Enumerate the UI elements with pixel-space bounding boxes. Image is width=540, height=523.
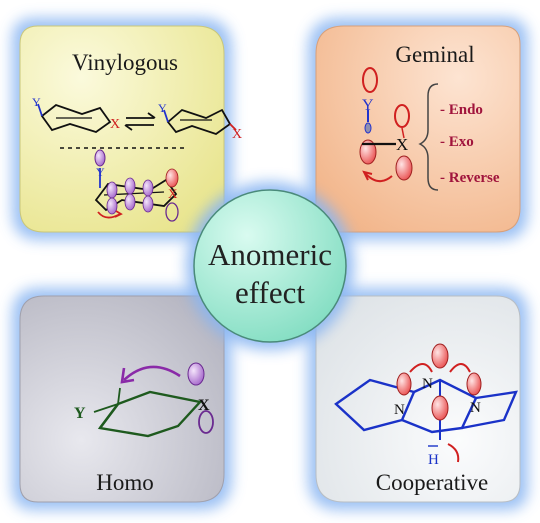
center-circle: [193, 189, 347, 343]
geminal-option-reverse: - Reverse: [440, 170, 500, 186]
vinylogous-x-top-left: X: [110, 117, 120, 132]
vinylogous-title: Vinylogous: [72, 50, 178, 75]
cooperative-n-left: N: [394, 402, 405, 418]
vinylogous-orbitals: [94, 149, 179, 222]
geminal-x: X: [396, 135, 408, 154]
cooperative-n-right: N: [470, 400, 481, 416]
cooperative-title: Cooperative: [375, 470, 489, 495]
cooperative-n-top: N: [422, 376, 433, 392]
vinylogous-y-bottom: Y: [96, 165, 105, 179]
vinylogous-x-top-right: X: [232, 127, 242, 142]
cooperative-orbitals: [396, 343, 482, 463]
homo-orbitals: [120, 362, 214, 434]
center-label: Anomeric effect: [185, 236, 355, 312]
geminal-option-endo: - Endo: [440, 102, 483, 118]
vinylogous-structure: [37, 103, 237, 212]
center-label-line1: Anomeric: [208, 237, 332, 272]
vinylogous-y-top-right: Y: [158, 101, 167, 115]
vinylogous-y-top-left: Y: [32, 95, 41, 109]
homo-y: Y: [74, 405, 86, 422]
geminal-y: Y: [362, 97, 374, 114]
vinylogous-x-bottom: X: [168, 186, 178, 201]
geminal-structure: [359, 67, 439, 191]
homo-title: Homo: [96, 470, 154, 495]
geminal-option-exo: - Exo: [440, 134, 474, 150]
homo-structure: [93, 387, 203, 438]
geminal-title: Geminal: [395, 42, 475, 67]
center-label-line2: effect: [235, 275, 305, 310]
homo-x: X: [198, 397, 210, 414]
cooperative-h: H: [428, 452, 439, 468]
